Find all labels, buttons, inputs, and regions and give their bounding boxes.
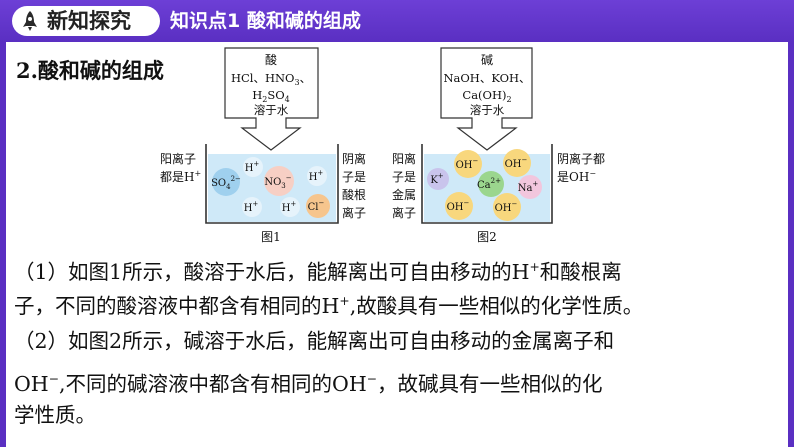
figure1: 酸 HCl、HNO3、 H2SO4 溶于水 SO42− H+ NO3− H+ H… [160, 47, 366, 244]
fig2-callout-box [440, 47, 533, 151]
fig1-right-note-3: 酸根 [342, 187, 366, 202]
fig1-right-note-1: 阴离 [342, 151, 366, 166]
acid-base-figure: 酸 HCl、HNO3、 H2SO4 溶于水 SO42− H+ NO3− H+ H… [160, 47, 605, 244]
fig2-ion-oh-1 [454, 150, 482, 178]
fig1-box-line2: H2SO4 [252, 88, 290, 104]
paragraph-1-line-2: 子，不同的酸溶液中都含有相同的H+,故酸具有一些相似的化学性质。 [14, 293, 644, 318]
fig2-ion-ca [478, 171, 504, 197]
right-border [788, 42, 794, 447]
fig1-box-line3: 溶于水 [254, 103, 289, 117]
fig2-box-title: 碱 [481, 53, 493, 67]
figure2: 碱 NaOH、KOH、 Ca(OH)2 溶于水 K+ OH− OH− Ca2+ … [392, 47, 605, 244]
fig1-ion-h-4 [280, 197, 300, 217]
fig2-ion-na [518, 175, 542, 199]
fig2-ion-ca-label: Ca2+ [477, 177, 501, 191]
section-title: 2.酸和碱的组成 [16, 58, 164, 83]
fig1-box-line1: HCl、HNO3、 [231, 71, 311, 87]
fig2-ion-oh-4 [493, 193, 521, 221]
fig1-ion-h-1-label: H+ [245, 160, 260, 174]
paragraph-2-line-1: （2）如图2所示，碱溶于水后，能解离出可自由移动的金属离子和 [14, 329, 615, 353]
left-border [0, 42, 6, 447]
fig1-right-note-4: 离子 [342, 205, 366, 220]
fig1-ion-so4 [212, 168, 240, 196]
fig2-box-line1: NaOH、KOH、 [443, 71, 530, 85]
fig1-callout-box [224, 47, 319, 151]
fig2-ion-oh-4-label: OH− [495, 200, 518, 214]
header-tab [12, 6, 160, 36]
fig1-box-title: 酸 [265, 52, 277, 67]
fig1-ion-h-1 [243, 157, 263, 177]
fig1-left-note-2: 都是H+ [160, 169, 201, 184]
fig2-box-line3: 溶于水 [470, 103, 505, 117]
fig1-caption: 图1 [261, 230, 281, 244]
fig1-ion-no3-label: NO3− [264, 174, 291, 190]
fig2-left-note-1: 阳离 [392, 151, 416, 166]
paragraph-2-line-3: 学性质。 [14, 403, 96, 427]
fig1-ion-h-2-label: H+ [309, 169, 324, 183]
fig2-left-note-2: 子是 [392, 170, 416, 184]
fig2-ion-oh-2 [503, 149, 531, 177]
fig1-left-note-1: 阳离子 [160, 151, 196, 166]
fig1-ion-cl-label: Cl− [308, 199, 325, 213]
fig2-right-note-1: 阴离子都 [557, 151, 605, 166]
fig2-ion-oh-3 [445, 192, 473, 220]
fig2-left-note-3: 金属 [392, 187, 416, 202]
fig2-ion-na-label: Na+ [518, 180, 539, 194]
tab-title: 新知探究 [47, 9, 131, 33]
fig2-ion-k-label: K+ [430, 172, 443, 186]
fig2-ion-oh-2-label: OH− [505, 156, 528, 170]
fig2-left-note-4: 离子 [392, 205, 416, 220]
fig1-ion-h-3 [242, 197, 262, 217]
paragraph-2-line-2: OH−,不同的碱溶液中都含有相同的OH−，故碱具有一些相似的化 [14, 371, 603, 396]
fig1-ion-so4-label: SO42− [211, 175, 241, 191]
fig2-beaker [421, 144, 553, 224]
paragraph-1-line-1: （1）如图1所示，酸溶于水后，能解离出可自由移动的H+和酸根离 [14, 259, 622, 284]
fig1-ion-h-3-label: H+ [244, 200, 259, 214]
fig2-ion-oh-3-label: OH− [447, 199, 470, 213]
fig1-beaker [205, 144, 339, 224]
knowledge-point-title: 知识点1 酸和碱的组成 [170, 10, 361, 32]
fig2-ion-oh-1-label: OH− [456, 157, 479, 171]
fig2-caption: 图2 [477, 230, 497, 244]
rocket-icon [23, 11, 37, 31]
fig1-right-note-2: 子是 [342, 170, 366, 184]
fig1-ion-h-4-label: H+ [282, 200, 297, 214]
fig2-right-note-2: 是OH− [557, 169, 596, 184]
fig2-box-line2: Ca(OH)2 [462, 88, 511, 104]
fig1-ion-cl [306, 194, 330, 218]
header-banner: 新知探究 知识点1 酸和碱的组成 [0, 0, 794, 42]
fig1-ion-h-2 [307, 166, 327, 186]
fig2-ion-k [427, 168, 449, 190]
fig1-ion-no3 [264, 166, 294, 196]
